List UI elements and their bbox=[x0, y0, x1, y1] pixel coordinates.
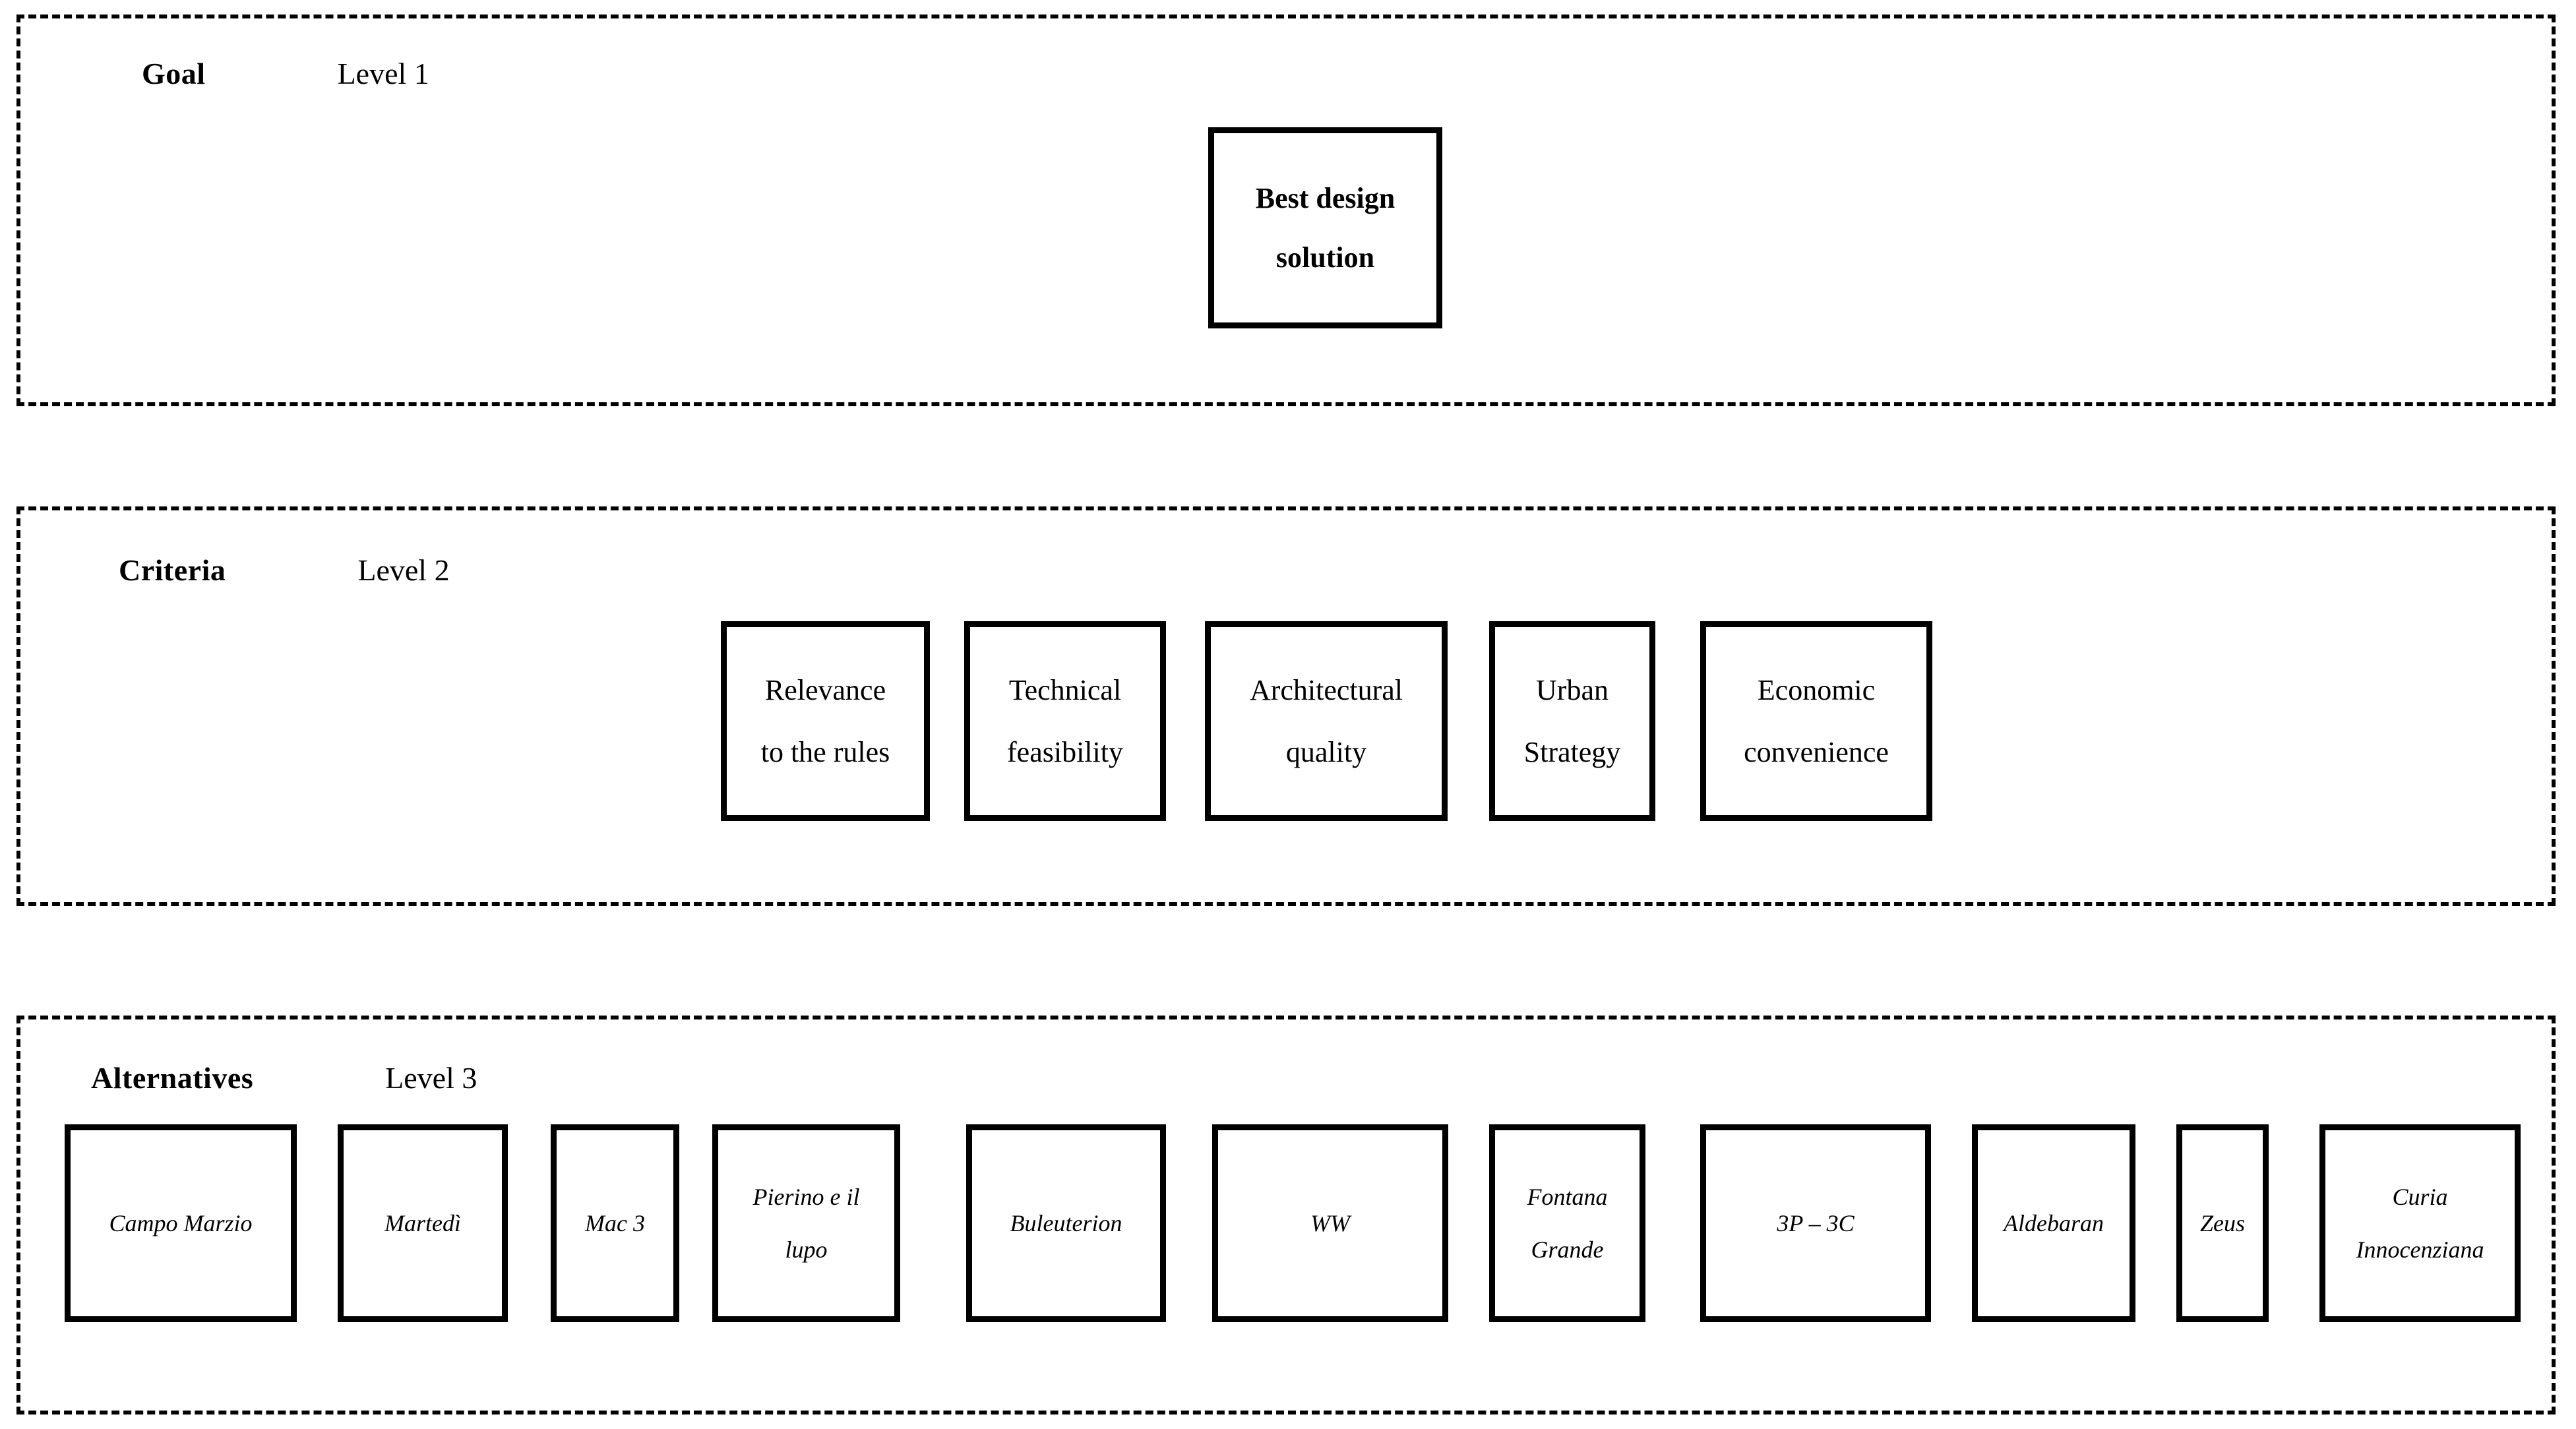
alternative-node-label: Aldebaran bbox=[2004, 1210, 2104, 1236]
alternative-node-label: Pierino e il bbox=[752, 1184, 860, 1210]
criteria-node-label: feasibility bbox=[1007, 735, 1123, 768]
alternative-node-label: Mac 3 bbox=[585, 1210, 645, 1236]
criteria-node[interactable]: Technical feasibility bbox=[964, 621, 1166, 821]
alternative-node[interactable]: WW bbox=[1212, 1124, 1448, 1322]
level-panel-alternatives bbox=[16, 1016, 2556, 1414]
criteria-node-label: Urban bbox=[1536, 673, 1609, 706]
criteria-node-label: convenience bbox=[1744, 735, 1889, 768]
alternative-node[interactable]: Aldebaran bbox=[1972, 1124, 2135, 1322]
alternative-node-label: lupo bbox=[785, 1236, 828, 1263]
alternative-node[interactable]: Pierino e il lupo bbox=[712, 1124, 900, 1322]
panel-header-alternatives: Alternatives Level 3 bbox=[91, 1060, 477, 1095]
criteria-node[interactable]: Relevance to the rules bbox=[721, 621, 930, 821]
alternative-node-label: Grande bbox=[1531, 1236, 1604, 1263]
alternative-node[interactable]: Martedì bbox=[338, 1124, 508, 1322]
goal-node-label: solution bbox=[1275, 241, 1375, 274]
criteria-node-label: Relevance bbox=[764, 673, 886, 706]
alternative-node-label: Martedì bbox=[384, 1210, 461, 1236]
alternative-node[interactable]: Zeus bbox=[2176, 1124, 2269, 1322]
alternative-node-label: Campo Marzio bbox=[109, 1210, 253, 1236]
alternative-node[interactable]: 3P – 3C bbox=[1700, 1124, 1931, 1322]
panel-level-label-alternatives: Level 3 bbox=[385, 1061, 477, 1095]
goal-node-label: Best design bbox=[1255, 181, 1395, 214]
criteria-node[interactable]: Architectural quality bbox=[1205, 621, 1448, 821]
goal-node[interactable]: Best design solution bbox=[1208, 127, 1442, 328]
panel-level-label-criteria: Level 2 bbox=[357, 553, 450, 587]
alternative-node-label: WW bbox=[1310, 1210, 1350, 1236]
panel-header-goal: Goal Level 1 bbox=[142, 56, 429, 91]
alternative-node-label: Innocenziana bbox=[2356, 1236, 2484, 1263]
criteria-node[interactable]: Economic convenience bbox=[1700, 621, 1932, 821]
level-panel-goal bbox=[16, 15, 2556, 406]
criteria-node-label: Strategy bbox=[1523, 735, 1621, 768]
alternative-node-label: 3P – 3C bbox=[1777, 1210, 1855, 1236]
criteria-node-label: Economic bbox=[1757, 673, 1876, 706]
panel-header-criteria: Criteria Level 2 bbox=[119, 553, 450, 588]
criteria-node-label: Technical bbox=[1008, 673, 1122, 706]
alternative-node-label: Zeus bbox=[2199, 1210, 2245, 1236]
panel-title-goal: Goal bbox=[142, 57, 206, 90]
alternative-node[interactable]: Campo Marzio bbox=[65, 1124, 297, 1322]
panel-level-label-goal: Level 1 bbox=[337, 57, 429, 90]
alternative-node-label: Curia bbox=[2392, 1184, 2448, 1210]
criteria-node-label: Architectural bbox=[1249, 673, 1403, 706]
panel-title-alternatives: Alternatives bbox=[91, 1061, 254, 1095]
criteria-node-label: to the rules bbox=[760, 735, 890, 768]
panel-title-criteria: Criteria bbox=[119, 553, 226, 587]
alternative-node-label: Buleuterion bbox=[1010, 1210, 1122, 1236]
alternative-node[interactable]: Mac 3 bbox=[551, 1124, 679, 1322]
criteria-node-label: quality bbox=[1285, 735, 1367, 768]
alternative-node-label: Fontana bbox=[1527, 1184, 1608, 1210]
level-panel-criteria bbox=[16, 506, 2556, 906]
alternative-node[interactable]: Buleuterion bbox=[966, 1124, 1166, 1322]
